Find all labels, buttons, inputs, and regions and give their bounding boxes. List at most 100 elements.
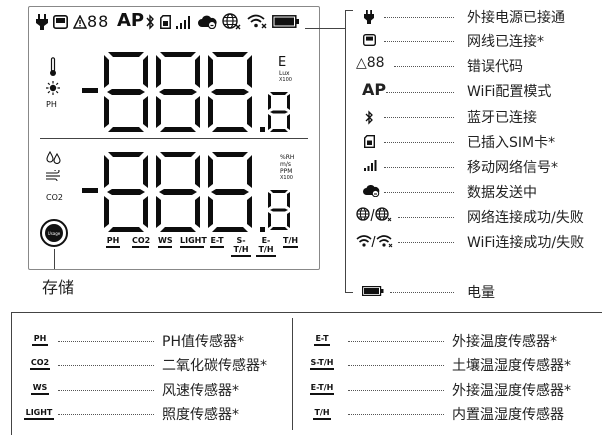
lcd-divider <box>40 138 308 139</box>
top-unit-x100: X100 <box>279 77 292 83</box>
lcd-tab-th: T/H <box>283 236 299 248</box>
legend-label-th: 内置温湿度传感器 <box>452 407 564 423</box>
legend-label-ethernet: 网线已连接* <box>467 34 544 50</box>
legend-battery-icon <box>362 286 384 296</box>
legend-network-globe-icon <box>356 207 392 222</box>
sun-icon <box>46 81 60 95</box>
bottom-legend-box <box>11 312 602 435</box>
sim-card-icon <box>160 15 171 29</box>
lcd-tab-light: LIGHT <box>180 236 207 248</box>
bottom-unit-ms: m/s <box>280 161 291 168</box>
code-eth: E-T/H <box>310 383 334 395</box>
legend-power-plug-icon <box>364 10 374 24</box>
cloud-upload-icon <box>198 15 217 29</box>
legend-dots <box>58 414 154 415</box>
lcd-tab-ws: WS <box>158 236 173 248</box>
legend-label-light: 照度传感器* <box>162 407 239 423</box>
lcd-tab-co2: CO2 <box>132 236 151 248</box>
legend-dots <box>58 365 154 366</box>
code-th: T/H <box>313 408 331 420</box>
humidity-drops-icon <box>46 150 61 164</box>
power-plug-icon <box>36 14 48 30</box>
ap-indicator: AP <box>117 10 145 31</box>
legend-bracket <box>345 10 346 293</box>
legend-label-et: 外接温度传感器* <box>452 334 557 350</box>
legend-bracket-bottom <box>345 292 353 293</box>
legend-label-ap: WiFi配置模式 <box>467 84 552 100</box>
code-ph: PH <box>32 334 48 346</box>
wifi-icon <box>247 14 267 29</box>
legend-dots <box>384 17 454 18</box>
top-unit-e: E <box>278 55 287 70</box>
legend-dots <box>384 142 454 143</box>
code-et: E-T <box>314 334 330 346</box>
legend-dots <box>384 192 454 193</box>
legend-label-co2: 二氧化碳传感器* <box>162 358 267 374</box>
legend-dots <box>384 41 454 42</box>
legend-cloud-upload-icon <box>363 184 380 197</box>
legend-label-cloud: 数据发送中 <box>467 185 537 201</box>
usage-button[interactable]: Usage <box>40 219 68 247</box>
network-globe-icon <box>222 13 241 30</box>
co2-unit-label: CO2 <box>46 193 63 202</box>
legend-error-code-icon: △88 <box>356 55 385 71</box>
storage-label: 存储 <box>42 278 75 297</box>
legend-label-network: 网络连接成功/失败 <box>467 210 584 226</box>
error-code-digits: 88 <box>87 12 110 31</box>
legend-label-signal: 移动网络信号* <box>467 160 558 176</box>
legend-bluetooth-icon <box>365 110 373 125</box>
usage-button-inner: Usage <box>45 224 63 242</box>
legend-label-sim: 已插入SIM卡* <box>467 135 556 151</box>
legend-ap-icon: AP <box>362 80 387 99</box>
wind-icon <box>46 170 60 181</box>
battery-icon <box>272 15 299 28</box>
legend-signal-bars-icon <box>364 160 377 171</box>
legend-label-error: 错误代码 <box>467 59 523 75</box>
legend-label-sth: 土壤温湿度传感器* <box>452 358 571 374</box>
bottom-legend-divider <box>292 318 293 430</box>
code-ws: WS <box>31 383 49 395</box>
thermometer-icon <box>50 57 56 76</box>
code-sth: S-T/H <box>310 358 334 370</box>
callout-connector <box>305 28 345 29</box>
legend-dots <box>398 242 454 243</box>
signal-bars-icon <box>176 16 190 29</box>
legend-dots <box>384 117 454 118</box>
top-unit-lux: Lux <box>279 70 290 77</box>
lcd-tab-et: E-T <box>210 236 224 248</box>
legend-dots <box>386 92 454 93</box>
bottom-unit-rh: %RH <box>280 154 295 161</box>
legend-label-ph: PH值传感器* <box>162 334 244 350</box>
legend-dots <box>348 390 444 391</box>
legend-dots <box>58 341 154 342</box>
ph-unit-label: PH <box>46 100 57 109</box>
lcd-tab-eth: E-T/H <box>256 236 276 257</box>
lcd-tab-ph: PH <box>106 236 120 248</box>
legend-label-wifi: WiFi连接成功/失败 <box>467 235 585 251</box>
legend-dots <box>58 390 154 391</box>
legend-dots <box>348 414 444 415</box>
bottom-reading-digits <box>82 152 290 232</box>
legend-wifi-icon <box>356 235 393 248</box>
usage-button-label: Usage <box>47 230 61 236</box>
legend-dots <box>348 341 444 342</box>
bottom-unit-x100: X100 <box>280 175 293 181</box>
legend-bracket-top <box>345 10 353 11</box>
top-reading-digits <box>82 52 290 132</box>
bluetooth-icon <box>146 14 154 30</box>
code-co2: CO2 <box>30 358 50 370</box>
lcd-display <box>28 6 320 270</box>
legend-dots <box>394 66 454 67</box>
legend-label-eth: 外接温湿度传感器* <box>452 383 571 399</box>
legend-dots <box>348 365 444 366</box>
storage-callout-line <box>54 249 55 269</box>
code-light: LIGHT <box>24 408 54 420</box>
legend-sim-card-icon <box>364 135 375 148</box>
legend-label-bluetooth: 蓝牙已连接 <box>467 110 537 126</box>
lcd-tab-sth: S-T/H <box>231 236 251 257</box>
bottom-unit-ppm: PPM <box>280 168 293 175</box>
legend-label-battery: 电量 <box>467 285 495 301</box>
legend-dots <box>390 292 454 293</box>
legend-label-power: 外接电源已接通 <box>467 10 565 26</box>
legend-ethernet-icon <box>363 34 376 46</box>
